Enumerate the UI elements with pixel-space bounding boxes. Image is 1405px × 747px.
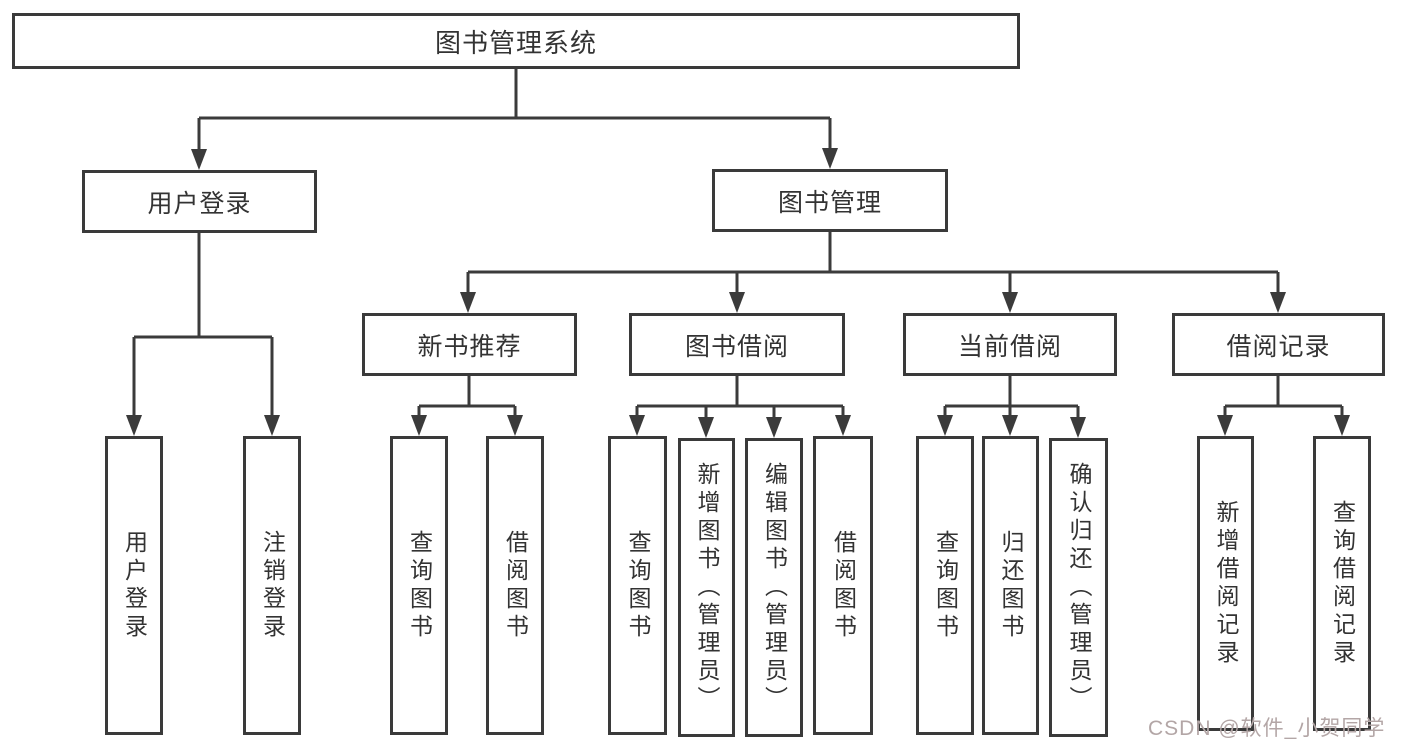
leaf-logout: 注销登录 [243, 436, 301, 735]
csdn-watermark: CSDN @软件_小贺同学 [1148, 717, 1386, 740]
node-book-management: 图书管理 [712, 169, 948, 232]
edge-userlogin-to-leaves [132, 233, 274, 422]
leaf-return-book: 归还图书 [982, 436, 1039, 735]
edge-currentborrow-to-leaves [943, 376, 1080, 424]
leaf-query-borrow-record: 查询借阅记录 [1313, 436, 1371, 731]
node-borrow-record: 借阅记录 [1172, 313, 1385, 376]
node-book-borrow: 图书借阅 [629, 313, 845, 376]
edge-bookmgmt-to-level3 [466, 232, 1280, 299]
arrowheads [126, 148, 1350, 438]
leaf-query-book-current: 查询图书 [916, 436, 974, 735]
leaf-user-login: 用户登录 [105, 436, 163, 735]
node-user-login: 用户登录 [82, 170, 317, 233]
edge-borrowrecord-to-leaves [1223, 376, 1344, 422]
leaf-add-borrow-record: 新增借阅记录 [1197, 436, 1254, 731]
leaf-add-book-admin: 新增图书（管理员） [678, 438, 735, 737]
leaf-query-book-borrow: 查询图书 [608, 436, 667, 735]
edge-root-to-level2 [197, 69, 832, 156]
node-root-system: 图书管理系统 [12, 13, 1020, 69]
leaf-confirm-return-admin: 确认归还（管理员） [1049, 438, 1108, 737]
leaf-query-book-recommend: 查询图书 [390, 436, 448, 735]
leaf-borrow-book-recommend: 借阅图书 [486, 436, 544, 735]
leaf-edit-book-admin: 编辑图书（管理员） [745, 438, 803, 737]
edge-newbookrec-to-leaves [417, 376, 517, 422]
node-current-borrow: 当前借阅 [903, 313, 1117, 376]
leaf-borrow-book: 借阅图书 [813, 436, 873, 735]
node-new-book-recommend: 新书推荐 [362, 313, 577, 376]
edge-bookborrow-to-leaves [635, 376, 845, 424]
